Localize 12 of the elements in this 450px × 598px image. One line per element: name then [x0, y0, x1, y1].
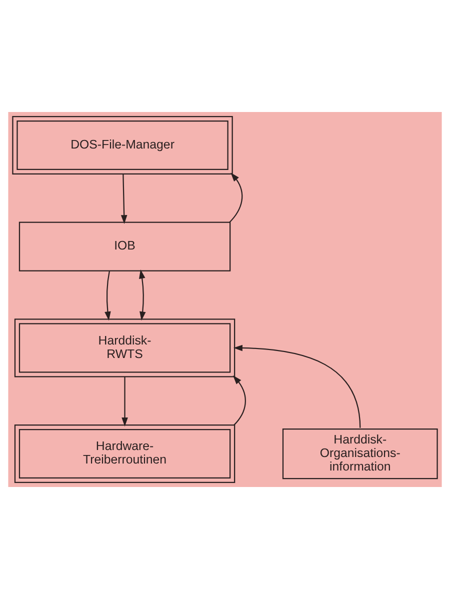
- arrow: [229, 172, 243, 222]
- arrow: [233, 344, 361, 428]
- node-box: DOS-File-Manager: [12, 115, 233, 174]
- arrow: [232, 374, 246, 425]
- arrow: [122, 376, 128, 426]
- node-box: IOB: [18, 221, 231, 271]
- node-box: Hardware- Treiberroutinen: [14, 424, 236, 483]
- arrow: [120, 173, 128, 224]
- node-box: Harddisk- RWTS: [14, 318, 236, 377]
- arrow: [139, 269, 146, 320]
- node-box: Harddisk- Organisations- information: [282, 428, 438, 479]
- arrow: [104, 270, 111, 320]
